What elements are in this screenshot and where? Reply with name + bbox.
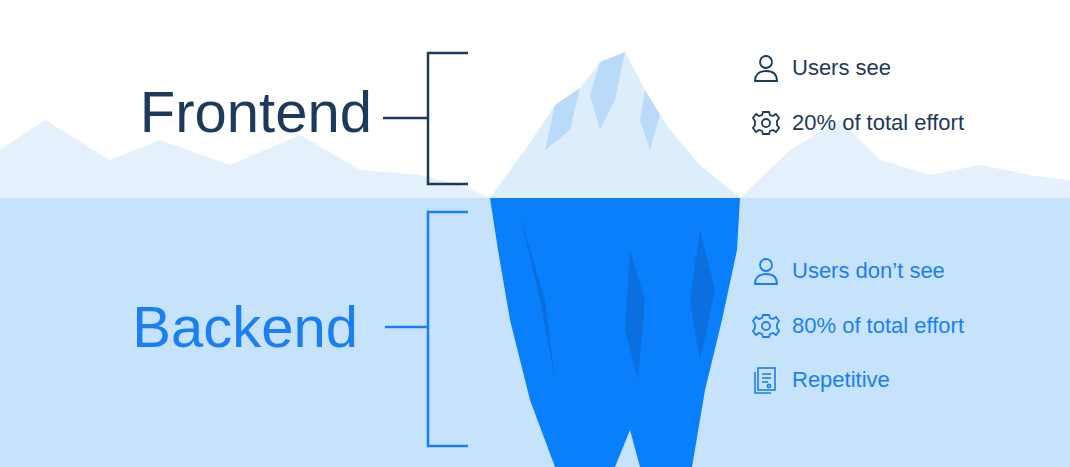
iceberg-facet	[640, 90, 660, 150]
bullet-text: Users see	[792, 55, 891, 80]
document-icon	[755, 368, 775, 393]
bullet-text: 20% of total effort	[792, 110, 964, 135]
leader-line	[383, 117, 428, 120]
gear-icon	[753, 315, 779, 337]
iceberg-facet	[590, 52, 625, 130]
iceberg-facet	[520, 215, 555, 380]
iceberg-facet	[545, 88, 580, 150]
gear-icon	[753, 112, 779, 134]
leader-line	[385, 326, 428, 329]
bullet-text: 80% of total effort	[792, 313, 964, 338]
frontend-bracket	[428, 53, 468, 184]
sky	[0, 0, 1070, 198]
iceberg-facet	[625, 250, 645, 380]
bullet-text: Repetitive	[792, 367, 890, 392]
iceberg-tip	[490, 52, 740, 198]
iceberg-facet	[690, 230, 715, 360]
iceberg-underwater	[490, 198, 740, 467]
backend-bracket	[428, 212, 468, 446]
bullet-text: Users don’t see	[792, 258, 945, 283]
user-icon	[755, 259, 777, 284]
water	[0, 198, 1070, 467]
section-title: Frontend	[140, 79, 372, 146]
section-title: Backend	[132, 294, 358, 361]
user-icon	[755, 56, 777, 81]
